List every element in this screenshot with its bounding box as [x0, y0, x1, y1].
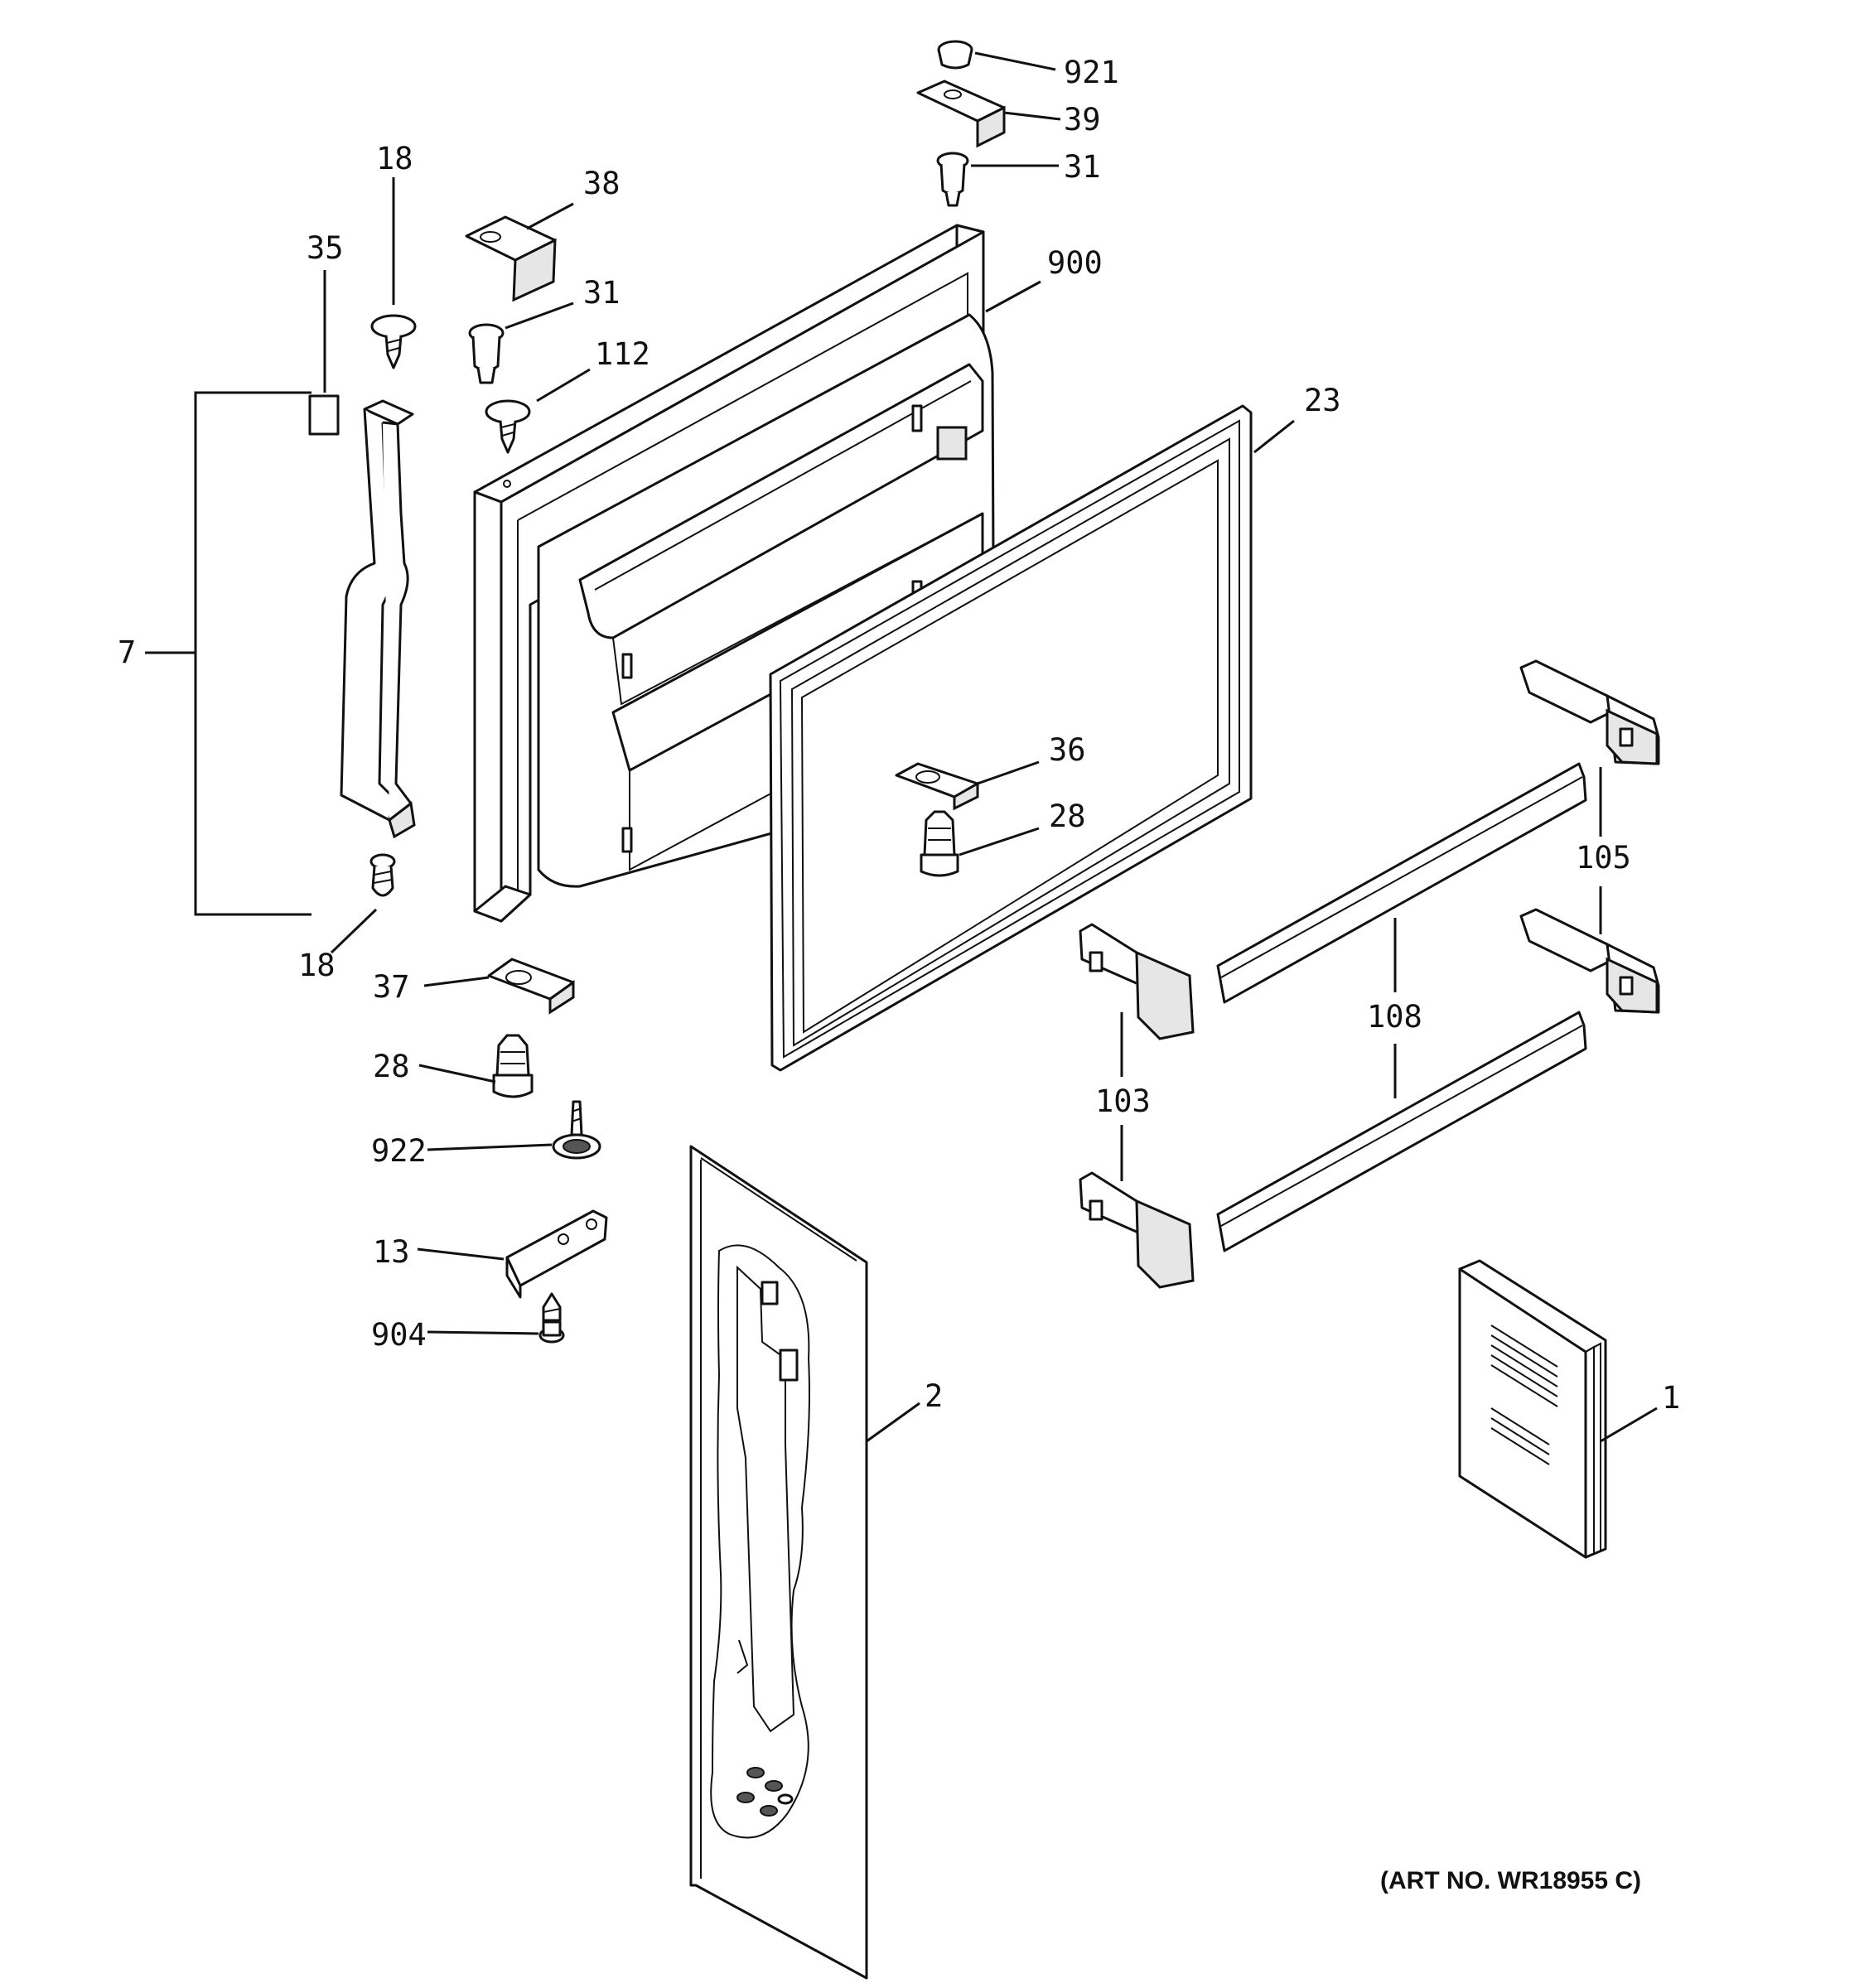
part-28-door-stop — [920, 810, 959, 877]
callout-37: 37 — [373, 969, 410, 1005]
callout-23: 23 — [1304, 383, 1341, 418]
part-38-hinge-bracket — [465, 215, 557, 302]
callout-105: 105 — [1576, 840, 1631, 876]
callout-13: 13 — [373, 1234, 410, 1270]
callout-31-top: 31 — [1064, 149, 1101, 185]
part-39-hinge-cover — [916, 80, 1006, 148]
callout-28-right: 28 — [1049, 799, 1086, 834]
part-103-shelf-end-cap-lower — [1079, 1171, 1195, 1289]
part-13-bottom-hinge — [505, 1209, 608, 1299]
part-35-label — [308, 394, 340, 436]
bag-screw-group — [736, 1767, 794, 1817]
part-112-screw — [485, 399, 531, 454]
part-922-screw-washer — [552, 1100, 601, 1160]
part-31-hinge-bushing-top — [936, 152, 969, 207]
part-108-shelf-rail-upper — [1216, 762, 1587, 1004]
part-18-screw-top — [370, 314, 417, 369]
callout-7: 7 — [118, 635, 136, 670]
part-921-plug-button — [937, 40, 973, 70]
part-103-shelf-end-cap-upper — [1079, 923, 1195, 1040]
callout-103: 103 — [1095, 1083, 1151, 1119]
part-1-owners-manual — [1458, 1259, 1607, 1559]
callout-labels: 921 39 31 18 38 900 35 31 112 23 7 36 28… — [118, 55, 1680, 1894]
callout-108: 108 — [1367, 999, 1422, 1035]
callout-38: 38 — [583, 166, 621, 201]
part-37-door-bracket — [487, 958, 575, 1015]
manual-text-lines — [1490, 1325, 1558, 1465]
callout-18-bottom: 18 — [298, 948, 336, 983]
callout-112: 112 — [595, 336, 650, 372]
part-18-screw-bottom — [369, 853, 396, 897]
callout-18-top: 18 — [376, 141, 413, 176]
part-105-shelf-end-cap-lower — [1519, 908, 1660, 1014]
part-105-shelf-end-cap-upper — [1519, 659, 1660, 765]
callout-2: 2 — [925, 1378, 943, 1414]
callout-900: 900 — [1047, 245, 1103, 281]
callout-36: 36 — [1049, 732, 1086, 768]
part-2-bagged-parts — [689, 1145, 868, 1980]
part-904-screw — [538, 1292, 565, 1344]
part-7-door-handle — [340, 399, 416, 839]
leader-lines — [145, 51, 1658, 1443]
callout-922: 922 — [371, 1133, 427, 1169]
part-28-door-stop-left — [492, 1034, 534, 1098]
callout-31: 31 — [583, 275, 621, 311]
callout-39: 39 — [1064, 102, 1101, 138]
part-31-hinge-bushing — [468, 323, 505, 384]
part-108-shelf-rail-lower — [1216, 1011, 1587, 1252]
callout-1: 1 — [1662, 1380, 1680, 1416]
callout-921: 921 — [1064, 55, 1119, 90]
part-23-door-gasket — [769, 404, 1253, 1072]
callout-904: 904 — [371, 1317, 427, 1353]
callout-35: 35 — [307, 230, 344, 266]
callout-28-left: 28 — [373, 1049, 410, 1084]
art-number: (ART NO. WR18955 C) — [1380, 1867, 1641, 1894]
